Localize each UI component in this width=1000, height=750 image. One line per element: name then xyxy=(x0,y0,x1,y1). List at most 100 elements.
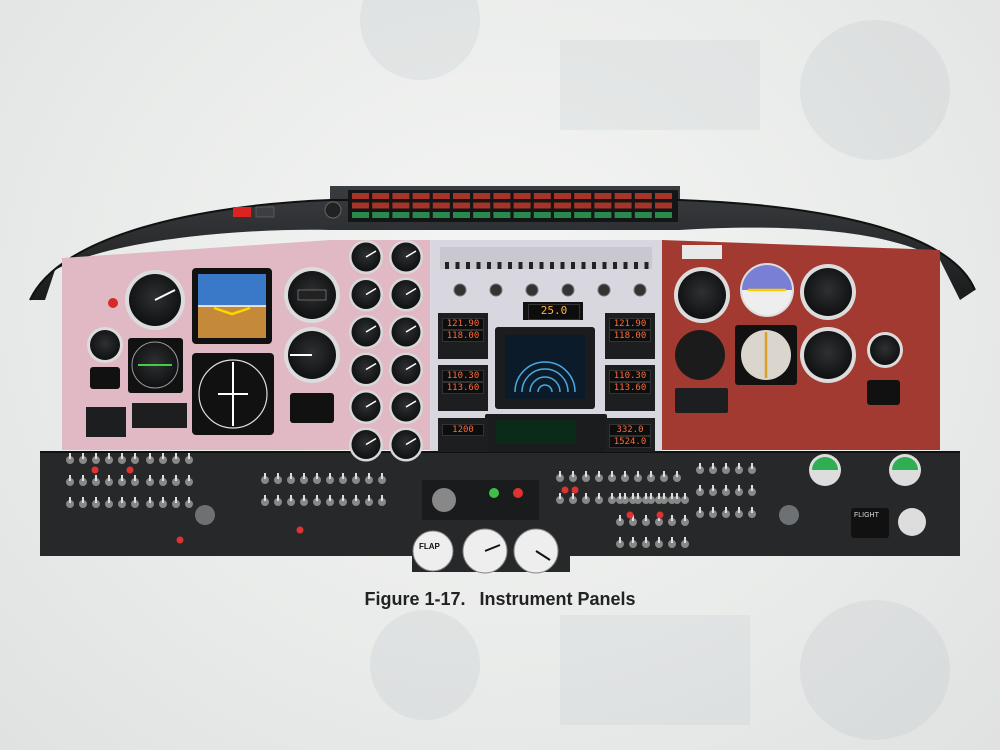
vertical-speed-indicator xyxy=(284,327,340,383)
avionics-switch xyxy=(613,262,617,269)
toggle-switch xyxy=(274,473,282,484)
airspeed-indicator xyxy=(125,270,185,330)
circuit-breaker xyxy=(626,511,634,519)
avionics-switch xyxy=(581,262,586,269)
annunciator-light xyxy=(412,212,430,218)
avionics-switch xyxy=(560,262,565,269)
copilot-vsi xyxy=(800,327,856,383)
circuit-breaker xyxy=(296,526,304,534)
annunciator-light xyxy=(493,193,511,199)
engine-gauge xyxy=(349,315,383,349)
toggle-switch xyxy=(365,473,373,484)
toggle-switch xyxy=(79,475,87,486)
annunciator-light xyxy=(473,212,491,218)
copilot-airspeed xyxy=(674,267,730,323)
toggle-switch xyxy=(735,507,743,518)
toggle-switch xyxy=(629,493,637,504)
toggle-switch xyxy=(556,493,564,504)
toggle-switch xyxy=(261,495,269,506)
toggle-switch xyxy=(595,493,603,504)
annunciator-light xyxy=(372,193,390,199)
toggle-switch xyxy=(673,471,681,482)
toggle-switch xyxy=(569,493,577,504)
annunciator-light xyxy=(533,193,551,199)
toggle-switch xyxy=(660,471,668,482)
avionics-switch xyxy=(466,262,470,269)
toggle-switch xyxy=(131,453,139,464)
master-warning-light xyxy=(233,207,251,217)
avionics-switch xyxy=(476,262,481,269)
annunciator-light xyxy=(634,193,652,199)
annunciator-light xyxy=(453,212,470,218)
annunciator-light xyxy=(554,212,571,218)
navigation-indicator xyxy=(128,338,183,393)
adf-active-freq: 332.0 xyxy=(609,424,651,437)
toggle-switch xyxy=(287,473,295,484)
toggle-switch xyxy=(146,453,154,464)
toggle-switch xyxy=(92,475,100,486)
avionics-switch xyxy=(644,262,649,269)
toggle-switch xyxy=(185,453,193,464)
flap-label: FLAP xyxy=(419,542,440,551)
attitude-indicator xyxy=(192,268,272,344)
mfd-frequency-readout: 25.0 xyxy=(528,304,580,320)
annunciator-light xyxy=(533,202,551,209)
toggle-switch xyxy=(696,507,704,518)
toggle-switch xyxy=(326,495,334,506)
avionics-knob xyxy=(489,283,503,297)
toggle-switch xyxy=(668,537,676,548)
engine-gauge xyxy=(389,427,423,462)
annunciator-light xyxy=(513,212,531,218)
standby-control-panel xyxy=(86,407,126,437)
toggle-switch xyxy=(172,497,180,508)
toggle-switch xyxy=(655,537,663,548)
hsi-display xyxy=(192,353,274,435)
annunciator-light xyxy=(554,202,571,209)
right-subpanel-gauges xyxy=(809,454,926,536)
toggle-switch xyxy=(159,497,167,508)
nav2-standby-freq: 113.60 xyxy=(609,382,651,395)
annunciator-light xyxy=(614,202,632,209)
annunciator-light xyxy=(352,202,369,209)
toggle-switch xyxy=(66,497,74,508)
toggle-switch xyxy=(79,497,87,508)
nav1-standby-freq: 113.60 xyxy=(442,382,484,395)
annunciator-light xyxy=(412,193,430,199)
radio-placard xyxy=(682,245,722,259)
toggle-switch xyxy=(261,473,269,484)
flap-position-indicator xyxy=(412,530,454,572)
pressurization-controller xyxy=(422,480,539,520)
toggle-switch xyxy=(66,453,74,464)
annunciator-light xyxy=(513,202,531,209)
toggle-switch xyxy=(696,485,704,496)
toggle-switch xyxy=(681,493,689,504)
annunciator-light xyxy=(634,212,652,218)
avionics-switch xyxy=(571,262,575,269)
circuit-breaker xyxy=(656,511,664,519)
annunciator-light xyxy=(473,193,491,199)
engine-gauge xyxy=(349,240,383,274)
master-caution-light xyxy=(255,206,275,218)
avionics-knob xyxy=(597,283,611,297)
annunciator-light xyxy=(554,193,571,199)
toggle-switch xyxy=(616,515,624,526)
engine-gauge xyxy=(349,390,383,424)
avionics-knob xyxy=(525,283,539,297)
com1-active-freq: 121.90 xyxy=(442,318,484,331)
altimeter xyxy=(284,267,340,323)
avionics-switch xyxy=(550,262,554,269)
toggle-switch xyxy=(748,485,756,496)
toggle-switch xyxy=(79,453,87,464)
rmi-indicator xyxy=(290,393,334,423)
toggle-switch xyxy=(146,497,154,508)
copilot-clock xyxy=(867,380,900,405)
flight-label: FLIGHT xyxy=(854,512,879,519)
toggle-switch xyxy=(131,475,139,486)
engine-gauge xyxy=(349,352,383,387)
engine-gauge xyxy=(389,240,423,274)
toggle-switch xyxy=(105,497,113,508)
avionics-switch xyxy=(487,262,491,269)
engine-gauge xyxy=(389,390,423,424)
avionics-knob xyxy=(453,283,467,297)
annunciator-light xyxy=(574,202,592,209)
